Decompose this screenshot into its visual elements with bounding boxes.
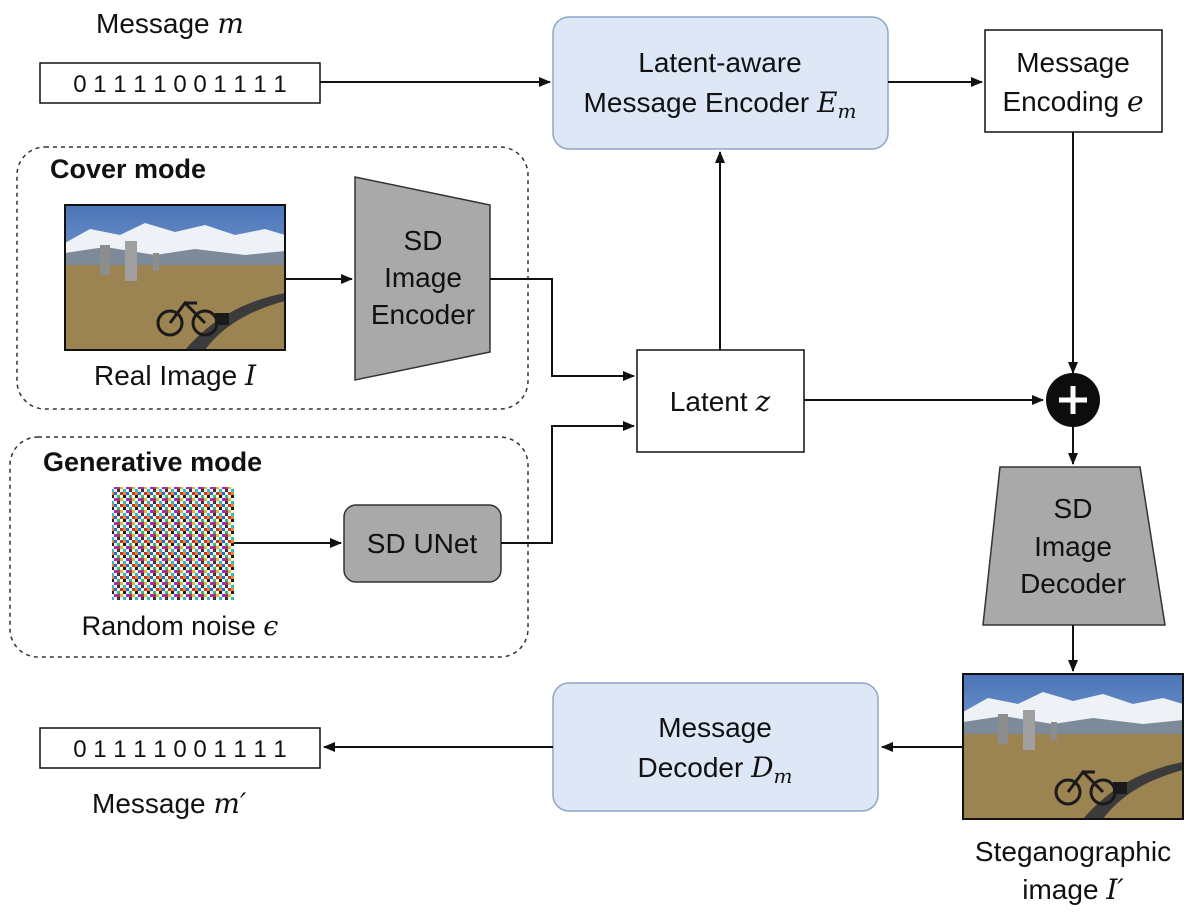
steganographic-image <box>962 673 1184 820</box>
stego-label-line1: Steganographic <box>975 836 1171 867</box>
message-in-label: Message m <box>96 7 244 40</box>
sd-unet-label: SD UNet <box>367 528 478 559</box>
message-out-label: Message m′ <box>92 787 247 820</box>
sd-image-encoder-line2: Image <box>384 262 462 293</box>
message-encoding-line1: Message <box>1016 47 1130 78</box>
message-out-bits: 0 1 1 1 1 0 0 1 1 1 1 <box>73 736 287 763</box>
message-in-box <box>39 62 321 104</box>
sd-image-decoder-line1: SD <box>1054 493 1093 524</box>
sd-image-encoder-shape <box>354 176 491 381</box>
random-noise-label: Random noise ϵ <box>82 611 279 642</box>
add-operator-icon <box>1046 373 1100 427</box>
arrow-encoder-to-latent <box>490 278 635 381</box>
arrow-unet-to-latent <box>501 421 635 544</box>
message-encoding-box <box>984 29 1163 133</box>
sd-image-decoder-line3: Decoder <box>1020 568 1126 599</box>
generative-mode-region <box>9 436 529 658</box>
message-encoder-box <box>552 16 889 150</box>
message-in-bits: 0 1 1 1 1 0 0 1 1 1 1 <box>73 71 287 98</box>
message-out-box <box>39 727 321 769</box>
stego-label-line2: image I′ <box>1022 873 1124 906</box>
sd-image-encoder-line3: Encoder <box>371 299 475 330</box>
real-image-label: Real Image I <box>94 359 257 392</box>
cover-mode-title: Cover mode <box>50 154 206 184</box>
sd-image-decoder-shape <box>982 466 1166 626</box>
generative-mode-title: Generative mode <box>43 447 262 477</box>
latent-label: Latent z <box>670 385 771 418</box>
message-encoder-line1: Latent-aware <box>638 47 801 78</box>
message-decoder-line1: Message <box>658 712 772 743</box>
message-decoder-box <box>552 682 879 812</box>
sd-image-encoder-line1: SD <box>404 225 443 256</box>
message-encoder-line2: Message Encoder Em <box>584 86 857 123</box>
real-image <box>64 204 286 351</box>
message-decoder-line2: Decoder Dm <box>637 751 792 788</box>
random-noise-image <box>112 487 234 600</box>
sd-image-decoder-line2: Image <box>1034 531 1112 562</box>
message-encoding-line2: Encoding e <box>1002 85 1143 118</box>
